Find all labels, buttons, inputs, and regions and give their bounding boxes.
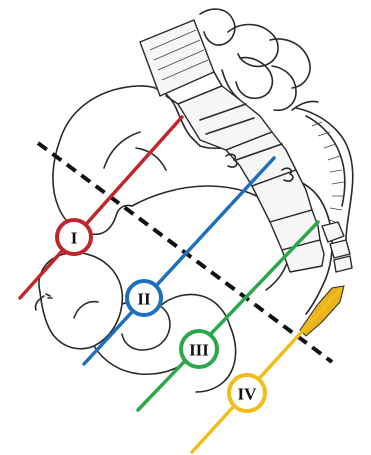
zone-marker-II: II	[127, 281, 161, 315]
zone-line-III	[138, 222, 318, 410]
zone-marker-I: I	[57, 220, 91, 254]
zone-label-I: I	[71, 229, 78, 248]
zone-marker-III: III	[181, 331, 217, 367]
zone-line-I	[20, 117, 182, 298]
zone-label-III: III	[189, 341, 209, 360]
zone-label-IV: IV	[238, 385, 258, 404]
zone-label-II: II	[137, 290, 151, 309]
zone-line-IV	[192, 290, 340, 452]
zone-marker-IV: IV	[229, 375, 265, 411]
